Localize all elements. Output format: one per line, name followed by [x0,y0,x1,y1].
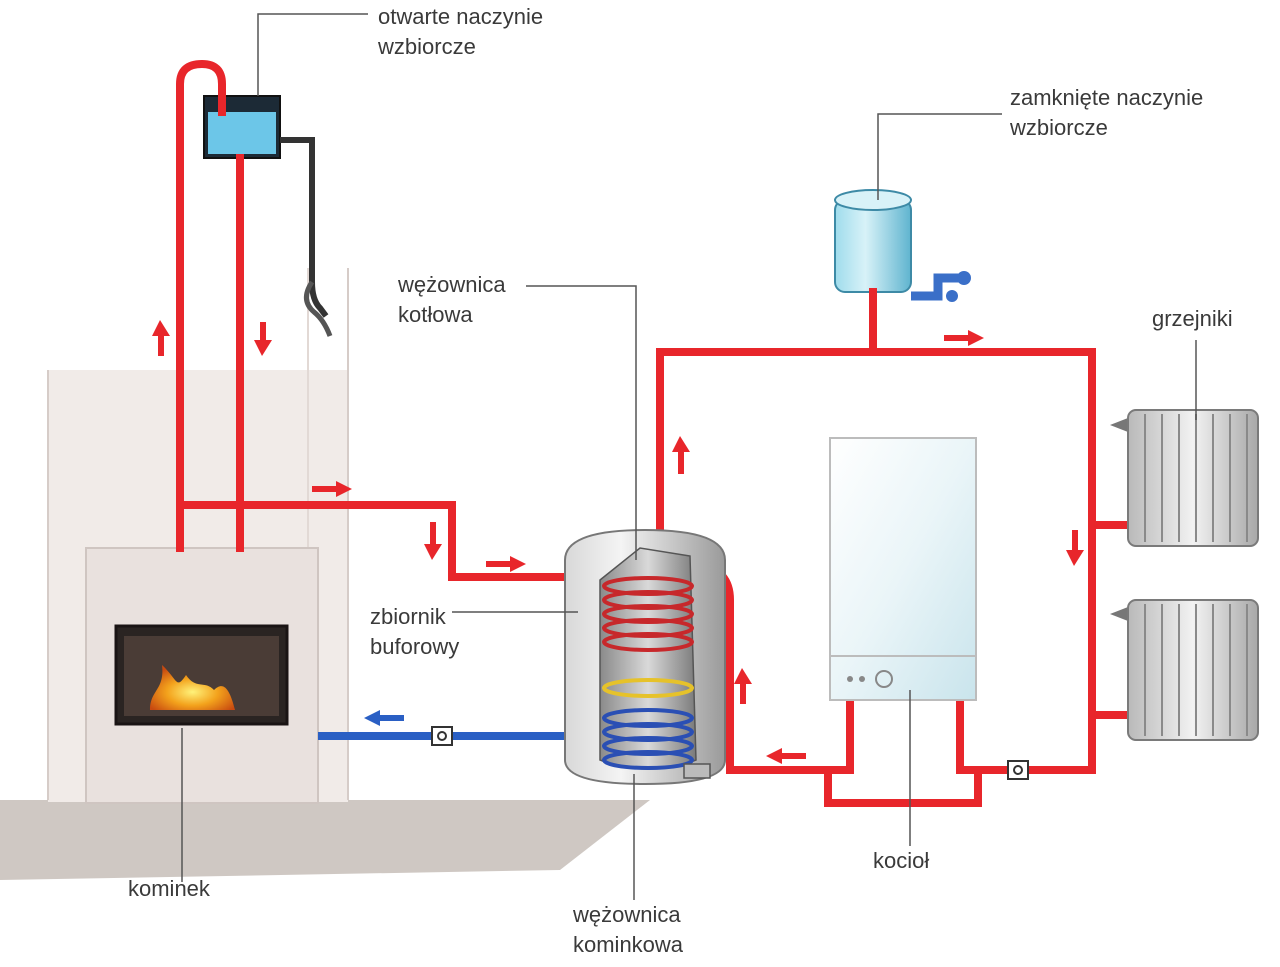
arrow-up-2 [672,436,690,474]
radiator-top [1110,409,1259,547]
buffer-tank [564,528,726,786]
arrow-up-3 [734,668,752,704]
label-closed-expansion-vessel: zamknięte naczynie wzbiorcze [1010,85,1204,140]
boiler [829,437,977,701]
label-radiators: grzejniki [1152,306,1233,331]
arrow-down-3 [1066,530,1084,566]
cold-water-pipe [318,726,1029,780]
label-boiler: kocioł [873,848,930,873]
arrow-right-1 [312,481,352,497]
label-fireplace-coil: wężownica kominkowa [573,902,684,957]
flow-arrows [152,320,1084,764]
leader-lines [181,13,1197,900]
label-fireplace: kominek [128,876,210,901]
label-buffer-tank: zbiornik buforowy [370,604,460,659]
arrow-left-blue [364,710,404,726]
label-open-expansion-vessel: otwarte naczynie wzbiorcze [378,4,544,59]
arrow-down-1 [254,322,272,356]
closed-expansion-vessel [834,189,971,302]
arrow-right-2 [486,556,526,572]
arrow-left-1 [766,748,806,764]
arrow-up-1 [152,320,170,356]
hot-water-pipes [176,59,1132,807]
label-boiler-coil: wężownica kotłowa [398,272,506,327]
open-expansion-vessel [203,95,333,337]
arrow-down-2 [424,522,442,560]
arrow-right-3 [944,330,984,346]
radiator-bottom [1110,599,1259,741]
fireplace [85,547,319,804]
